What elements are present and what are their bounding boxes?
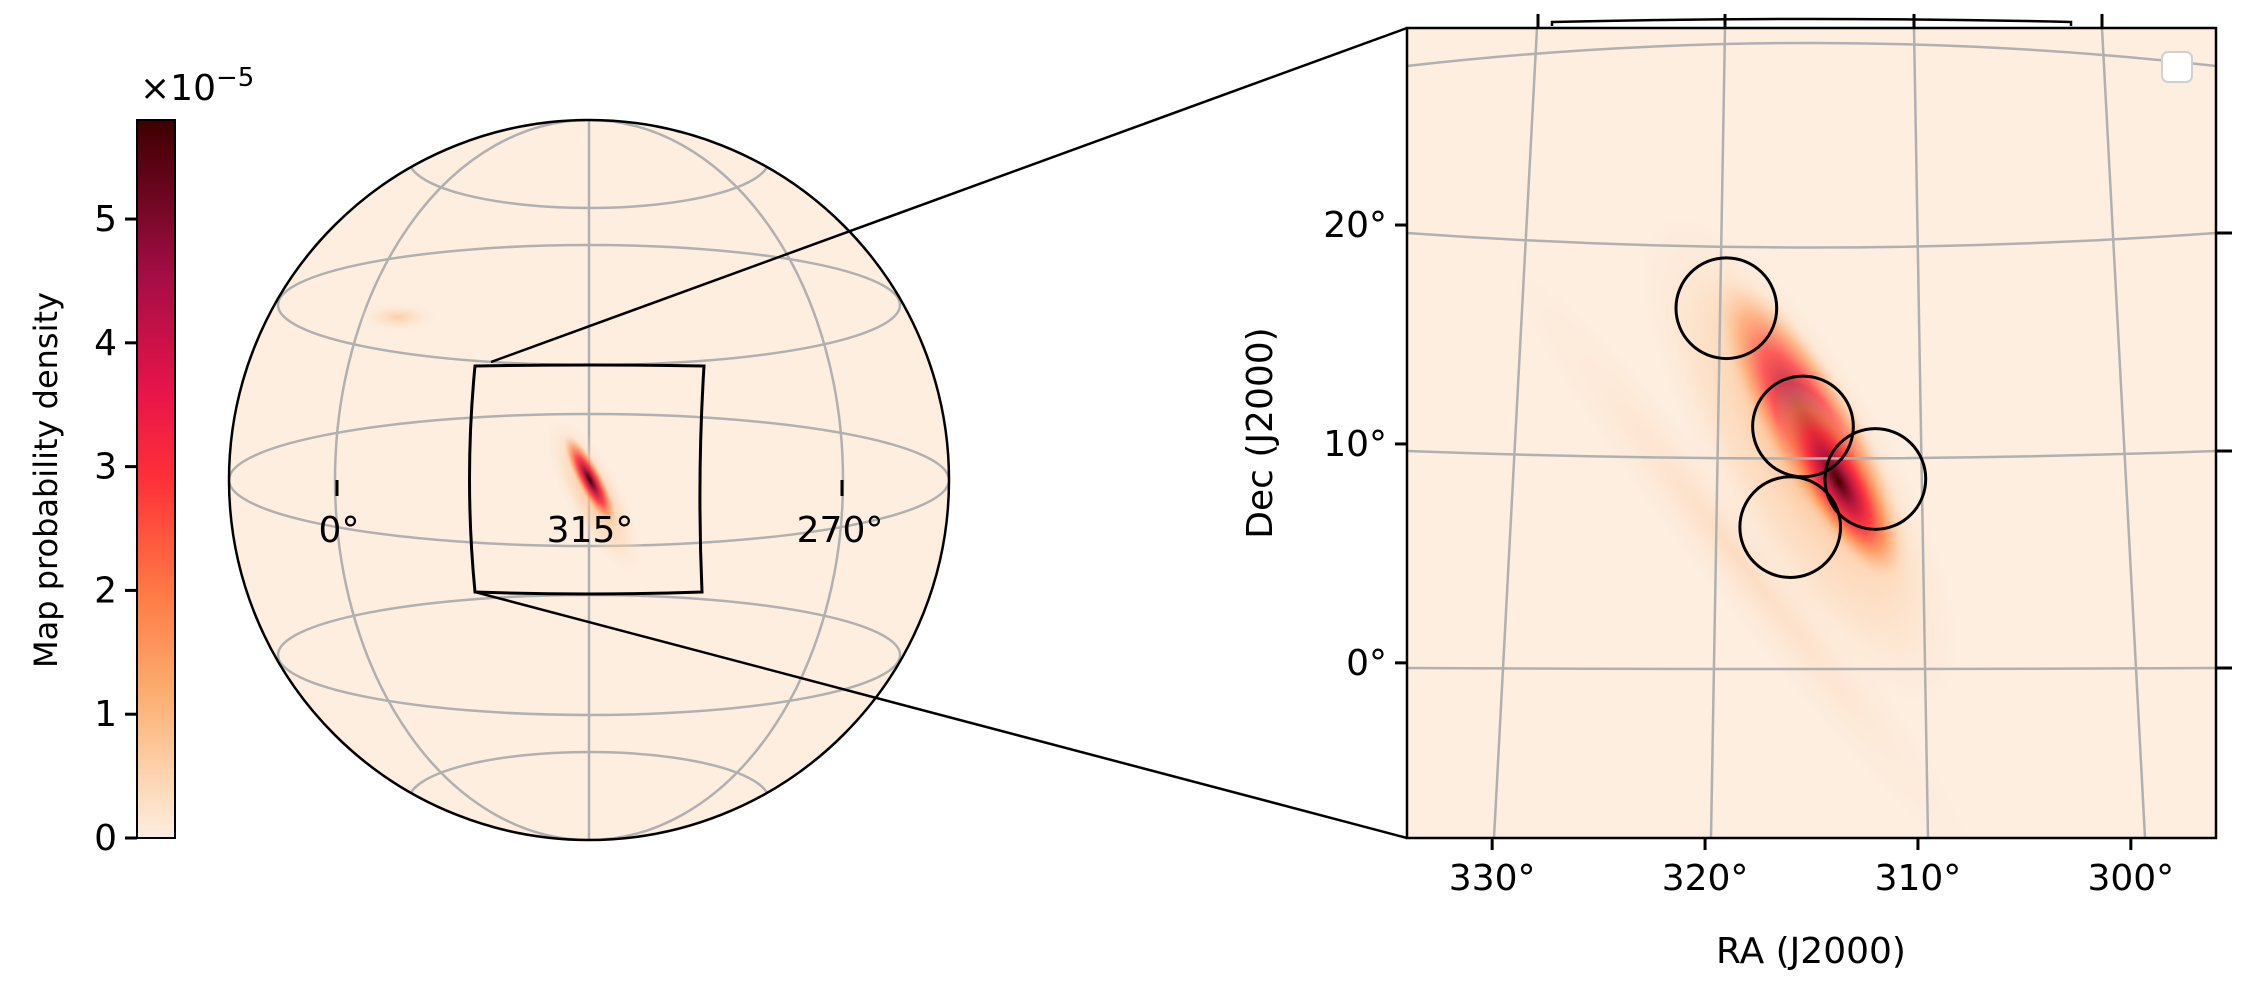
zoom-circle — [1738, 475, 1843, 579]
colorbar-label: Map probability density — [27, 292, 65, 668]
globe-outline — [227, 118, 951, 842]
zoom-top-ticks — [1536, 14, 2104, 28]
zoom-legend — [2161, 51, 2193, 83]
zoom-connector-top — [490, 26, 1408, 364]
colorbar-tick-label: 0 — [94, 818, 117, 859]
zoom-y-tick-label: 10° — [1323, 424, 1387, 465]
zoom-x-tick-label: 320° — [1662, 858, 1749, 899]
colorbar-tick-label: 5 — [94, 199, 117, 240]
colorbar-gradient — [136, 119, 176, 839]
globe-zoom-footprint — [468, 363, 706, 596]
globe-probability-blob — [543, 412, 645, 578]
zoom-right-ticks — [2216, 231, 2232, 670]
zoom-frame — [1405, 26, 2218, 840]
colorbar-tick-label: 4 — [94, 323, 117, 364]
globe-panel: 0° 315° 270° — [227, 118, 951, 842]
colorbar-exponent-power: −5 — [216, 63, 254, 93]
colorbar-tick-label: 3 — [94, 447, 117, 488]
zoom-y-tick-label: 20° — [1323, 205, 1387, 246]
globe-secondary-blob — [356, 301, 440, 333]
zoom-grid — [1407, 28, 2216, 838]
colorbar-exponent: ×10−5 — [140, 63, 254, 109]
zoom-x-tick-label: 330° — [1449, 858, 1536, 899]
zoom-y-ticks: 0° 10° 20° — [1323, 205, 1407, 684]
zoom-y-tick-label: 0° — [1346, 643, 1387, 684]
zoom-circle — [1751, 374, 1855, 479]
zoom-probability-density — [1466, 195, 2014, 838]
zoom-panel: 330° 320° 310° 300° 0° 10° 20° RA (J2000) Dec… — [1240, 14, 2232, 972]
zoom-xlabel: RA (J2000) — [1716, 931, 1906, 972]
colorbar-tick-label: 1 — [94, 694, 117, 735]
zoom-x-tick-label: 310° — [1875, 858, 1962, 899]
colorbar-ticks: 0 1 2 3 4 5 — [94, 199, 137, 859]
globe-ra-label-315: 315° — [547, 510, 634, 551]
colorbar: 0 1 2 3 4 5 Map probability density ×10−5 — [27, 63, 254, 859]
colorbar-exponent-base: ×10 — [140, 68, 216, 109]
globe-ra-label-0: 0° — [319, 510, 360, 551]
zoom-circles — [1674, 256, 1928, 579]
zoom-connector-bottom — [474, 590, 1408, 840]
zoom-circle — [1674, 256, 1779, 361]
globe-ra-label-270: 270° — [797, 510, 884, 551]
zoom-ylabel: Dec (J2000) — [1240, 327, 1281, 538]
colorbar-tick-label: 2 — [94, 570, 117, 611]
zoom-circle — [1823, 427, 1928, 531]
zoom-x-ticks: 330° 320° 310° 300° — [1449, 838, 2174, 899]
zoom-x-tick-label: 300° — [2087, 858, 2174, 899]
